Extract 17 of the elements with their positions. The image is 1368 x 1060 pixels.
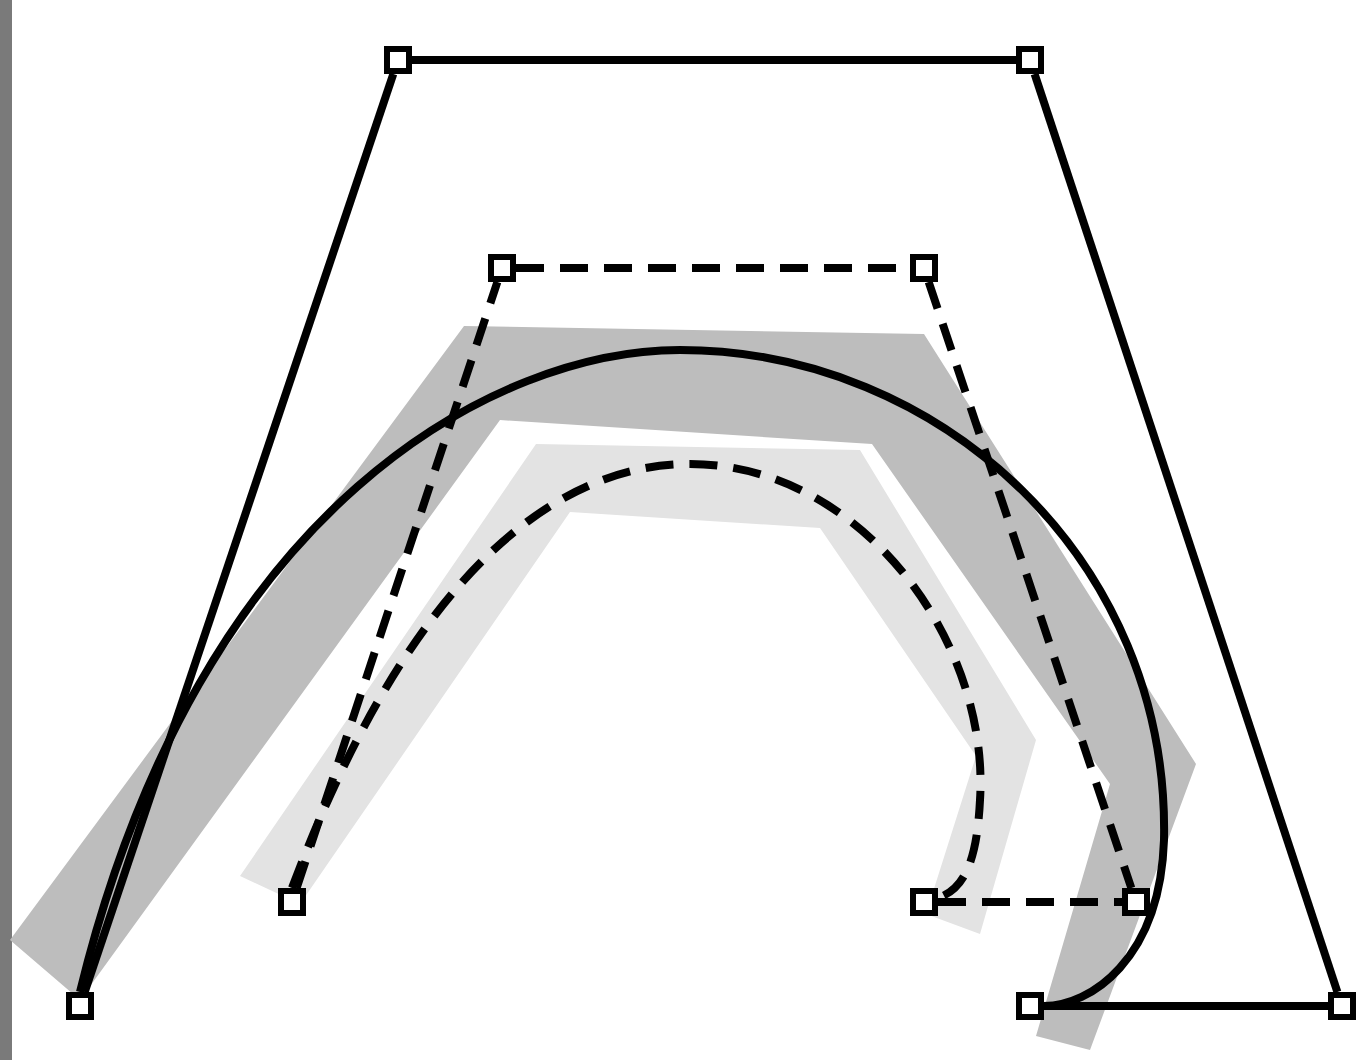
control-polygon-line [412, 56, 1016, 64]
control-polygon-line [80, 72, 398, 994]
control-point-marker [910, 254, 938, 282]
control-point-marker [1016, 992, 1044, 1020]
control-polygon-line [292, 280, 502, 890]
control-point-marker [1122, 888, 1150, 916]
control-point-marker [488, 254, 516, 282]
control-point-marker [66, 992, 94, 1020]
control-polygon-line [924, 280, 1136, 890]
control-point-marker [1328, 992, 1356, 1020]
control-point-marker [1016, 46, 1044, 74]
control-point-marker [278, 888, 306, 916]
curve [76, 346, 1168, 1010]
control-polygon-line [1030, 72, 1342, 994]
control-polygon-line [938, 898, 1122, 906]
control-point-marker [910, 888, 938, 916]
control-point-marker [384, 46, 412, 74]
